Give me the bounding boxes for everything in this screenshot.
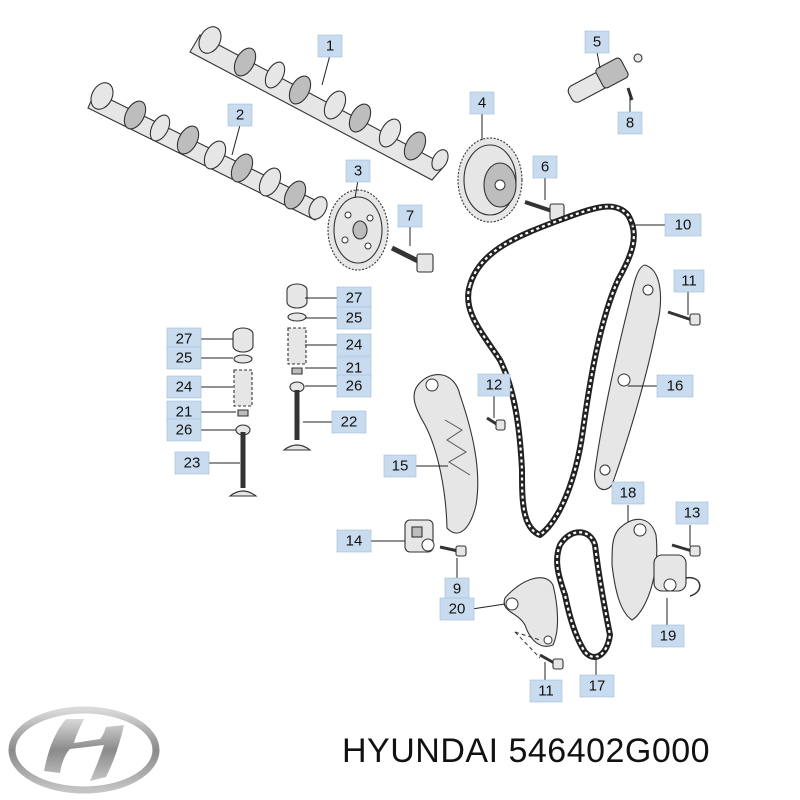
callout-25-right: 25: [336, 306, 372, 330]
callout-11-bottom: 11: [529, 679, 563, 703]
callout-24-left: 24: [166, 375, 202, 399]
svg-text:11: 11: [538, 683, 554, 700]
callout-4: 4: [469, 91, 495, 115]
tensioner-arm: [611, 518, 658, 621]
svg-text:22: 22: [341, 414, 358, 431]
svg-text:21: 21: [346, 360, 363, 377]
callout-20: 20: [439, 597, 475, 621]
callout-25-left: 25: [166, 346, 202, 370]
callout-26-left: 26: [166, 418, 202, 442]
bolt-7: [390, 245, 434, 273]
svg-text:19: 19: [660, 628, 677, 645]
bolt-13: [671, 543, 701, 557]
intake-camshaft: [189, 26, 449, 181]
callout-27-right: 27: [336, 286, 372, 310]
svg-text:1: 1: [326, 38, 334, 55]
svg-text:13: 13: [684, 505, 701, 522]
callout-21-right: 21: [336, 356, 372, 380]
svg-text:26: 26: [176, 422, 193, 439]
svg-text:15: 15: [392, 458, 409, 475]
chain-tensioner: [653, 554, 701, 597]
valve-assembly-left: [228, 327, 258, 497]
exhaust-cam-sprocket: [327, 189, 389, 271]
callout-15: 15: [383, 454, 417, 478]
callout-2: 2: [227, 103, 253, 127]
svg-text:18: 18: [620, 485, 637, 502]
svg-text:12: 12: [486, 377, 503, 394]
bolt-12: [486, 416, 506, 431]
callout-7: 7: [397, 204, 423, 228]
svg-text:26: 26: [346, 378, 363, 395]
timing-chain-lower: [554, 529, 613, 660]
callout-10: 10: [664, 213, 702, 237]
svg-text:14: 14: [346, 533, 363, 550]
callout-18: 18: [611, 481, 645, 505]
svg-text:25: 25: [176, 350, 193, 367]
hyundai-logo-icon: [8, 706, 160, 794]
svg-text:5: 5: [593, 34, 601, 51]
brand-part-number: HYUNDAI 546402G000: [342, 732, 711, 770]
svg-text:11: 11: [681, 273, 697, 290]
callout-9: 9: [444, 577, 470, 601]
callout-26-right: 26: [336, 374, 372, 398]
chain-guide-15: [413, 374, 479, 534]
callout-14: 14: [336, 529, 372, 553]
callout-labels: 1 2 3 4 5 6 7 8 10 11 27 25 24 21 26 22 …: [166, 30, 709, 703]
svg-text:2: 2: [236, 107, 244, 124]
callout-13: 13: [675, 501, 709, 525]
callout-16: 16: [656, 374, 694, 398]
valve-assembly-right: [282, 283, 312, 451]
bolt-11-bottom: [539, 653, 564, 670]
callout-11-top: 11: [673, 269, 705, 293]
svg-text:9: 9: [453, 581, 461, 598]
svg-text:24: 24: [176, 379, 193, 396]
svg-text:8: 8: [626, 115, 634, 132]
callout-17: 17: [579, 674, 615, 698]
bolt-9: [439, 545, 467, 557]
svg-text:21: 21: [176, 404, 193, 421]
chain-guide-16: [593, 264, 662, 490]
callout-3: 3: [345, 159, 371, 183]
callout-6: 6: [532, 155, 558, 179]
svg-text:4: 4: [478, 95, 486, 112]
callout-22: 22: [331, 410, 367, 434]
svg-text:10: 10: [675, 217, 692, 234]
svg-text:6: 6: [541, 159, 549, 176]
bolt-6: [524, 200, 565, 221]
svg-text:16: 16: [667, 378, 684, 395]
svg-text:3: 3: [354, 163, 362, 180]
bolt-11-top: [667, 310, 701, 326]
svg-text:24: 24: [346, 337, 363, 354]
exhaust-camshaft: [87, 82, 328, 221]
callout-23: 23: [174, 451, 210, 475]
oil-control-valve: [567, 53, 643, 103]
svg-text:27: 27: [176, 331, 193, 348]
svg-text:17: 17: [589, 678, 606, 695]
svg-text:27: 27: [346, 290, 363, 307]
callout-21-left: 21: [166, 400, 202, 424]
timing-chain-upper: [465, 203, 637, 538]
svg-text:25: 25: [346, 310, 363, 327]
cam-phaser-sprocket: [457, 137, 523, 223]
oil-pump-chain-guide: [503, 577, 559, 647]
svg-text:7: 7: [406, 208, 414, 225]
callout-19: 19: [651, 624, 685, 648]
callout-24-right: 24: [336, 333, 372, 357]
callout-12: 12: [477, 373, 511, 397]
callout-1: 1: [317, 34, 343, 58]
callout-5: 5: [584, 30, 610, 54]
svg-text:23: 23: [184, 455, 201, 472]
svg-text:20: 20: [449, 601, 466, 618]
chain-tensioner-small: [404, 519, 435, 553]
callout-8: 8: [617, 111, 643, 135]
